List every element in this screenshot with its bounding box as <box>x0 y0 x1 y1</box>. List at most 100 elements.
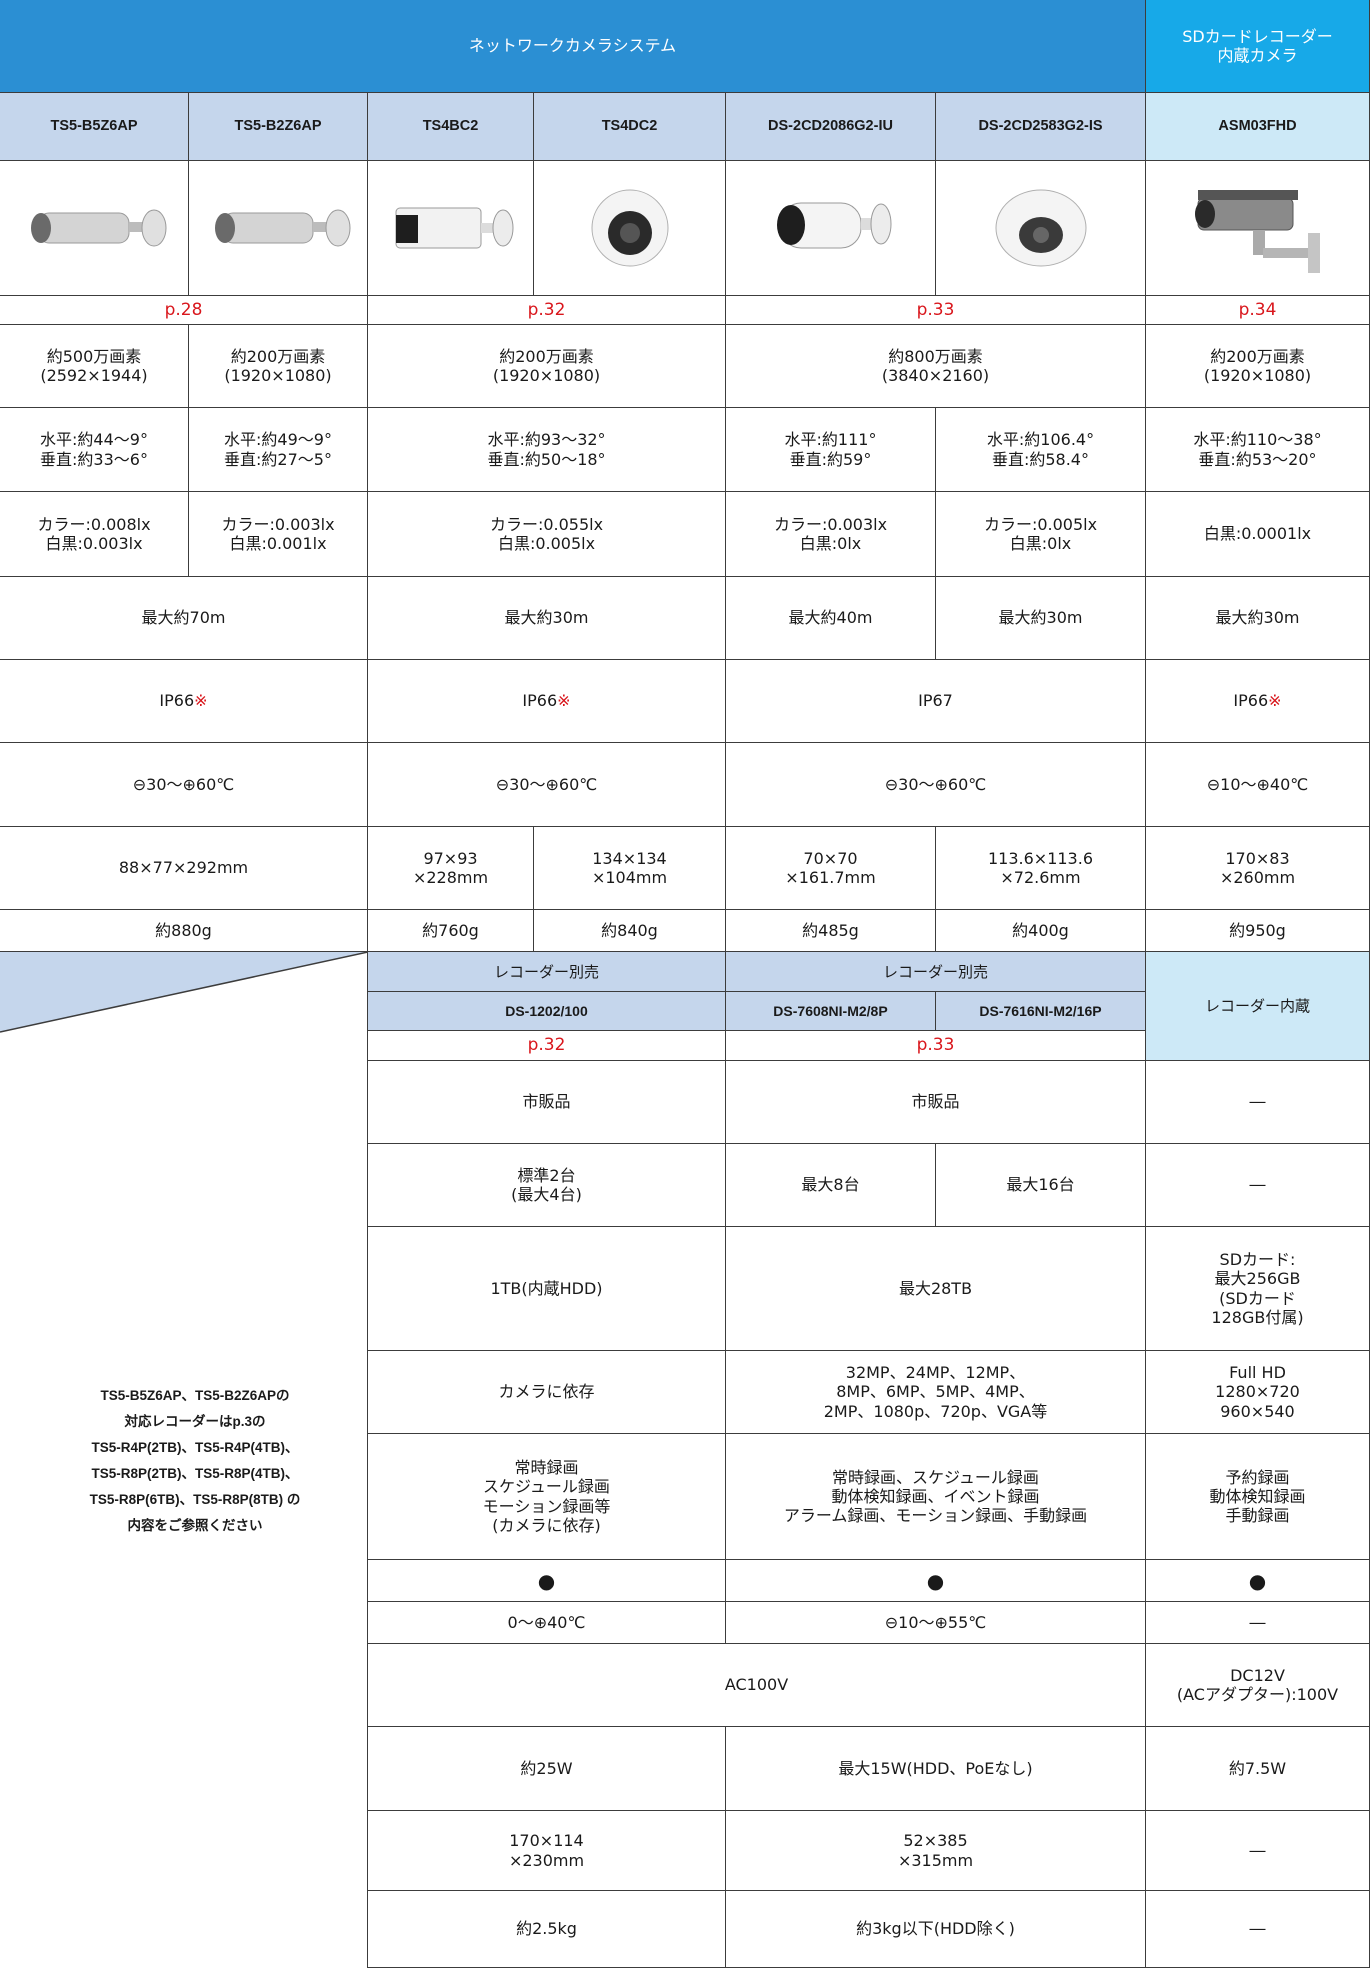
sd-recorder-camera-header: SDカードレコーダー 内蔵カメラ <box>1146 0 1370 93</box>
product-image-cell <box>189 161 368 296</box>
dimensions-cell: 70×70 ×161.7mm <box>726 827 936 910</box>
model-name: TS4BC2 <box>368 93 534 161</box>
dome-camera-image <box>591 189 668 267</box>
capacity-cell: SDカード: 最大256GB (SDカード 128GB付属) <box>1146 1227 1370 1351</box>
illumination-cell: カラー:0.003lx 白黒:0.001lx <box>189 492 368 577</box>
illumination-cell: 白黒:0.0001lx <box>1146 492 1370 577</box>
product-image-cell <box>368 161 534 296</box>
page-reference: p.32 <box>368 296 726 325</box>
page-reference: p.33 <box>726 1031 1146 1061</box>
model-name: ASM03FHD <box>1146 93 1370 161</box>
support-mark: ● <box>726 1560 1146 1602</box>
note-mark: ※ <box>557 691 571 711</box>
temperature-cell: ⊖30～⊕60℃ <box>368 743 726 827</box>
capacity-cell: 最大28TB <box>726 1227 1146 1351</box>
recorder-separate-header: レコーダー別売 <box>726 952 1146 992</box>
temperature-cell: ⊖30～⊕60℃ <box>0 743 368 827</box>
ip-rating: IP66 <box>159 691 195 711</box>
page-reference: p.34 <box>1146 296 1370 325</box>
weight-cell: 約880g <box>0 910 368 952</box>
ir-distance-cell: 最大約30m <box>936 577 1146 660</box>
hdd-type-cell: 市販品 <box>368 1061 726 1144</box>
camera-count-cell: 最大8台 <box>726 1144 936 1227</box>
dimensions-cell: 170×83 ×260mm <box>1146 827 1370 910</box>
hdd-type-cell: ― <box>1146 1061 1370 1144</box>
angle-cell: 水平:約106.4° 垂直:約58.4° <box>936 408 1146 492</box>
resolution-cell: 約200万画素 (1920×1080) <box>368 325 726 408</box>
weight-cell: 約760g <box>368 910 534 952</box>
page-reference: p.32 <box>368 1031 726 1061</box>
camera-count-cell: ― <box>1146 1144 1370 1227</box>
product-image-cell <box>726 161 936 296</box>
page-reference: p.33 <box>726 296 1146 325</box>
record-resolution-cell: Full HD 1280×720 960×540 <box>1146 1351 1370 1434</box>
dimensions-cell: 134×134 ×104mm <box>534 827 726 910</box>
record-mode-cell: 常時録画、スケジュール録画 動体検知録画、イベント録画 アラーム録画、モーション… <box>726 1434 1146 1560</box>
ir-distance-cell: 最大約70m <box>0 577 368 660</box>
recorder-dimensions-cell: 170×114 ×230mm <box>368 1811 726 1891</box>
dimensions-cell: 97×93 ×228mm <box>368 827 534 910</box>
recorder-temperature-cell: ⊖10～⊕55℃ <box>726 1602 1146 1644</box>
record-mode-cell: 予約録画 動体検知録画 手動録画 <box>1146 1434 1370 1560</box>
recorder-model: DS-1202/100 <box>368 992 726 1031</box>
recorder-weight-cell: 約3kg以下(HDD除く) <box>726 1891 1146 1968</box>
illumination-cell: カラー:0.005lx 白黒:0lx <box>936 492 1146 577</box>
model-name: DS-2CD2583G2-IS <box>936 93 1146 161</box>
waterproof-cell: IP66※ <box>368 660 726 743</box>
note-mark: ※ <box>1268 691 1282 711</box>
angle-cell: 水平:約110～38° 垂直:約53～20° <box>1146 408 1370 492</box>
consumption-cell: 約7.5W <box>1146 1727 1370 1811</box>
angle-cell: 水平:約111° 垂直:約59° <box>726 408 936 492</box>
waterproof-cell: IP66※ <box>1146 660 1370 743</box>
housing-camera-image <box>1194 190 1320 273</box>
model-name: TS4DC2 <box>534 93 726 161</box>
hdd-type-cell: 市販品 <box>726 1061 1146 1144</box>
weight-cell: 約840g <box>534 910 726 952</box>
waterproof-cell: IP67 <box>726 660 1146 743</box>
recorder-dimensions-cell: ― <box>1146 1811 1370 1891</box>
bullet-camera-image <box>215 209 351 247</box>
model-name: DS-2CD2086G2-IU <box>726 93 936 161</box>
model-name: TS5-B2Z6AP <box>189 93 368 161</box>
consumption-cell: 約25W <box>368 1727 726 1811</box>
angle-cell: 水平:約49～9° 垂直:約27～5° <box>189 408 368 492</box>
recorder-weight-cell: ― <box>1146 1891 1370 1968</box>
recorder-model: DS-7608NI-M2/8P <box>726 992 936 1031</box>
ip-rating: IP67 <box>918 691 953 711</box>
product-image-cell <box>936 161 1146 296</box>
dome-camera-image <box>995 189 1086 267</box>
recorder-dimensions-cell: 52×385 ×315mm <box>726 1811 1146 1891</box>
recorder-temperature-cell: 0～⊕40℃ <box>368 1602 726 1644</box>
ip-rating: IP66 <box>522 691 558 711</box>
record-mode-cell: 常時録画 スケジュール録画 モーション録画等 (カメラに依存) <box>368 1434 726 1560</box>
camera-count-cell: 最大16台 <box>936 1144 1146 1227</box>
camera-count-cell: 標準2台 (最大4台) <box>368 1144 726 1227</box>
recorder-temperature-cell: ― <box>1146 1602 1370 1644</box>
illumination-cell: カラー:0.003lx 白黒:0lx <box>726 492 936 577</box>
model-name: TS5-B5Z6AP <box>0 93 189 161</box>
ir-distance-cell: 最大約40m <box>726 577 936 660</box>
product-image-cell <box>534 161 726 296</box>
page-reference: p.28 <box>0 296 368 325</box>
ir-distance-cell: 最大約30m <box>368 577 726 660</box>
box-bullet-camera-image <box>395 207 513 249</box>
illumination-cell: カラー:0.008lx 白黒:0.003lx <box>0 492 189 577</box>
support-mark: ● <box>368 1560 726 1602</box>
power-cell: AC100V <box>368 1644 1146 1727</box>
waterproof-cell: IP66※ <box>0 660 368 743</box>
angle-cell: 水平:約93～32° 垂直:約50～18° <box>368 408 726 492</box>
power-cell: DC12V (ACアダプター):100V <box>1146 1644 1370 1727</box>
network-camera-system-header: ネットワークカメラシステム <box>0 0 1146 93</box>
support-mark: ● <box>1146 1560 1370 1602</box>
note-mark: ※ <box>194 691 208 711</box>
recorder-weight-cell: 約2.5kg <box>368 1891 726 1968</box>
product-image-cell <box>1146 161 1370 296</box>
recorder-separate-header: レコーダー別売 <box>368 952 726 992</box>
illumination-cell: カラー:0.055lx 白黒:0.005lx <box>368 492 726 577</box>
temperature-cell: ⊖30～⊕60℃ <box>726 743 1146 827</box>
resolution-cell: 約800万画素 (3840×2160) <box>726 325 1146 408</box>
weight-cell: 約485g <box>726 910 936 952</box>
record-resolution-cell: カメラに依存 <box>368 1351 726 1434</box>
resolution-cell: 約200万画素 (1920×1080) <box>1146 325 1370 408</box>
